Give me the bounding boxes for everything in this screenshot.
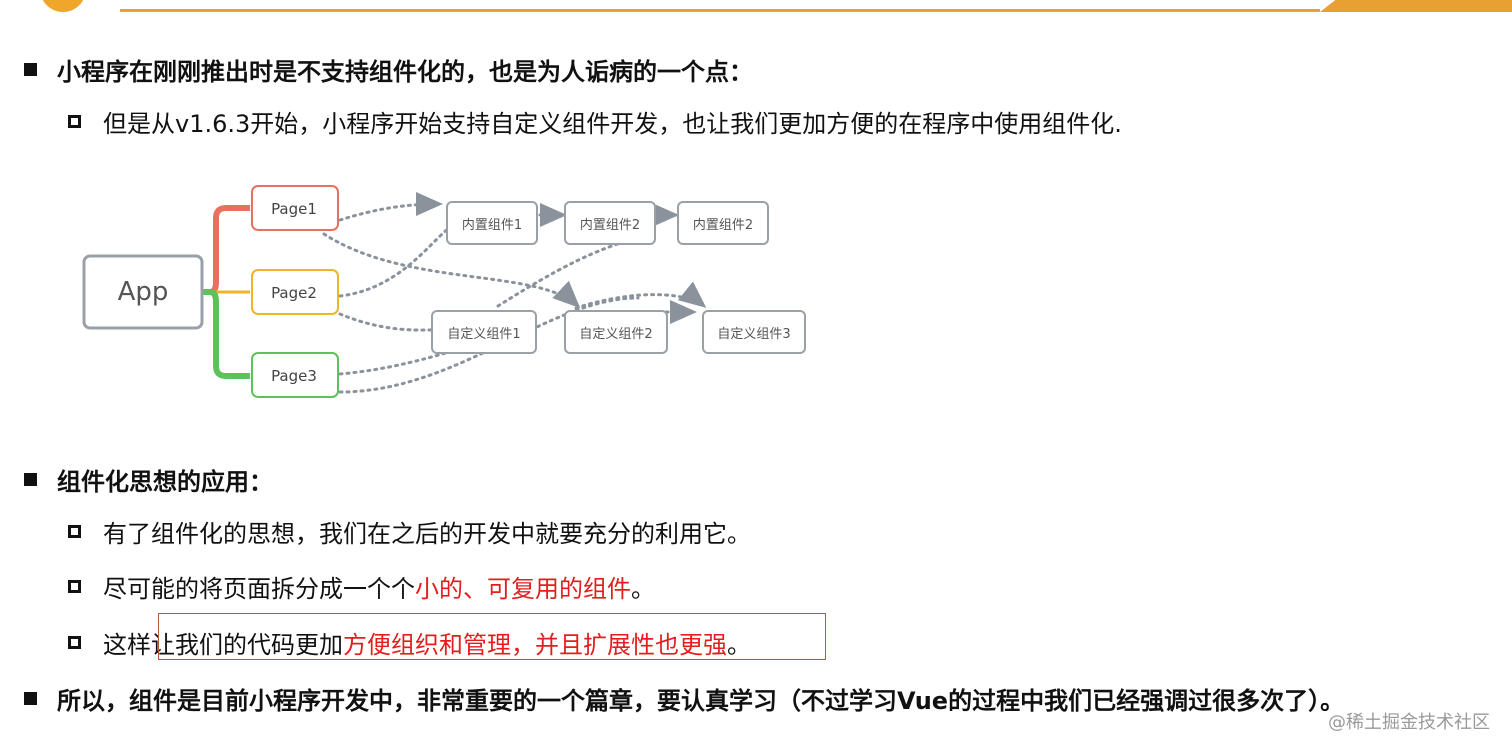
bullet-intro-sub: 但是从v1.6.3开始，小程序开始支持自定义组件开发，也让我们更加方便的在程序中… xyxy=(64,104,1122,139)
header-accent xyxy=(1320,0,1512,12)
page2-label: Page2 xyxy=(271,284,317,302)
page2-node xyxy=(251,269,339,315)
logo-badge xyxy=(40,0,86,12)
custom-label-1: 自定义组件1 xyxy=(447,327,520,342)
bullet-intro-text: 小程序在刚刚推出时是不支持组件化的，也是为人诟病的一个点： xyxy=(57,58,753,86)
bullet-apply: 组件化思想的应用： xyxy=(24,462,273,497)
bullet-apply-sub-3: 这样让我们的代码更加方便组织和管理，并且扩展性也更强。 xyxy=(64,625,751,660)
bullet-apply-sub-2-text-c: 。 xyxy=(631,575,655,603)
filled-square-icon xyxy=(24,692,37,705)
page3-label: Page3 xyxy=(271,367,317,385)
annotation-box xyxy=(158,613,826,660)
hollow-square-icon xyxy=(68,115,81,128)
builtin-label-3: 内置组件2 xyxy=(693,217,753,233)
bullet-apply-sub-2: 尽可能的将页面拆分成一个个小的、可复用的组件。 xyxy=(64,569,655,604)
watermark: @稀土掘金技术社区 xyxy=(1328,712,1490,733)
bullet-apply-sub-3-highlight: 方便组织和管理，并且扩展性也更强 xyxy=(343,631,727,659)
app-connectors xyxy=(202,205,250,379)
custom-node-2 xyxy=(564,310,668,354)
custom-label-3: 自定义组件3 xyxy=(717,327,790,342)
builtin-node-2 xyxy=(564,201,656,245)
bullet-intro-sub-text: 但是从v1.6.3开始，小程序开始支持自定义组件开发，也让我们更加方便的在程序中… xyxy=(103,110,1122,138)
bullet-apply-sub-2-highlight: 小的、可复用的组件 xyxy=(415,575,631,603)
page3-node xyxy=(251,352,339,398)
bullet-conclusion: 所以，组件是目前小程序开发中，非常重要的一个篇章，要认真学习（不过学习Vue的过… xyxy=(24,681,1344,716)
app-label: App xyxy=(118,277,169,307)
bullet-apply-sub-1-text: 有了组件化的思想，我们在之后的开发中就要充分的利用它。 xyxy=(103,520,751,548)
builtin-label-2: 内置组件2 xyxy=(580,217,640,233)
builtin-node-3 xyxy=(677,201,769,245)
hollow-square-icon xyxy=(68,636,81,649)
header-rule xyxy=(120,9,1320,12)
hollow-square-icon xyxy=(68,580,81,593)
builtin-node-1 xyxy=(446,201,538,245)
filled-square-icon xyxy=(24,473,37,486)
bullet-apply-sub-3-text-a: 这样让我们的代码更加 xyxy=(103,631,343,659)
page1-label: Page1 xyxy=(271,200,317,218)
filled-square-icon xyxy=(24,63,37,76)
bullet-apply-text: 组件化思想的应用： xyxy=(57,468,273,496)
bullet-apply-sub-1: 有了组件化的思想，我们在之后的开发中就要充分的利用它。 xyxy=(64,514,751,549)
page1-node xyxy=(251,185,339,231)
custom-node-3 xyxy=(702,310,806,354)
bullet-conclusion-text: 所以，组件是目前小程序开发中，非常重要的一个篇章，要认真学习（不过学习Vue的过… xyxy=(57,687,1345,715)
bullet-apply-sub-3-text-c: 。 xyxy=(727,631,751,659)
app-node xyxy=(82,254,204,330)
custom-label-2: 自定义组件2 xyxy=(579,327,652,342)
hollow-square-icon xyxy=(68,525,81,538)
bullet-intro: 小程序在刚刚推出时是不支持组件化的，也是为人诟病的一个点： xyxy=(24,52,753,87)
builtin-label-1: 内置组件1 xyxy=(462,217,522,233)
custom-node-1 xyxy=(431,310,537,354)
component-diagram: App Page1 Page2 Page3 内置组件1 内置组件2 内置组件2 … xyxy=(82,185,806,398)
bullet-apply-sub-2-text-a: 尽可能的将页面拆分成一个个 xyxy=(103,575,415,603)
